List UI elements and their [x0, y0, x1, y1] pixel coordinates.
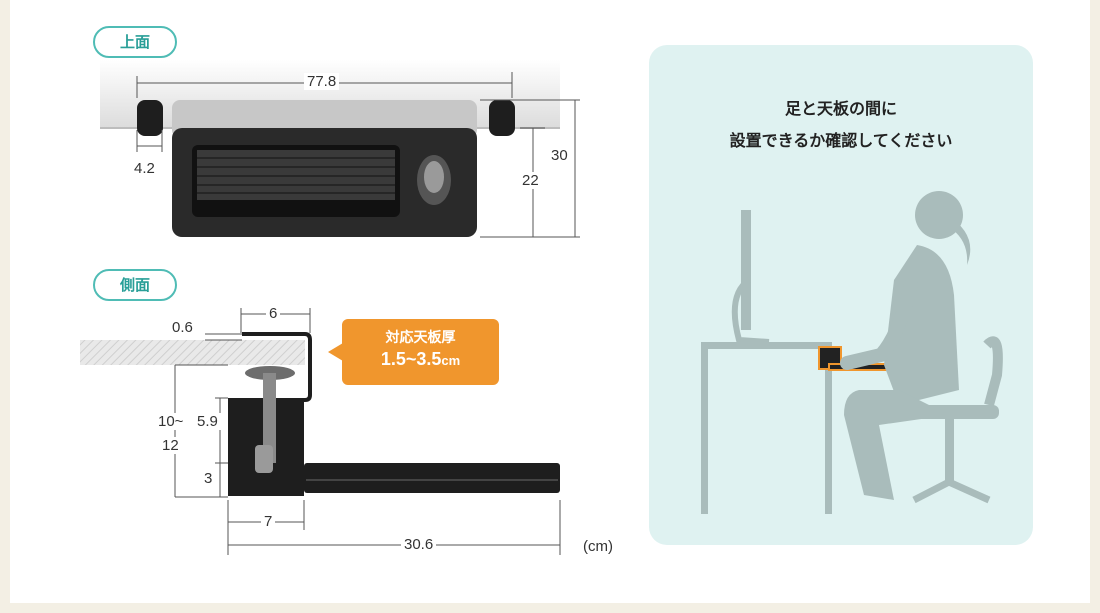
caption: 足と天板の間に 設置できるか確認してください	[649, 93, 1033, 157]
top-view-label: 上面	[93, 26, 177, 58]
chair-base	[912, 478, 991, 504]
person-torso	[884, 245, 959, 405]
clamp-top-dimension: 6	[266, 305, 281, 322]
left-clamp-top	[137, 100, 163, 136]
screw-knob	[255, 445, 273, 473]
callout-pointer	[328, 343, 343, 361]
person-hair	[947, 215, 971, 265]
chair-seat	[899, 405, 999, 419]
clamp-width-dimension: 4.2	[134, 160, 155, 177]
monitor-stand	[731, 277, 770, 345]
desk-top	[701, 342, 829, 349]
plate-thickness-dimension: 0.6	[172, 319, 193, 336]
width-dimension: 77.8	[304, 73, 340, 90]
seated-user-figure	[701, 191, 1003, 514]
callout-title: 対応天板厚	[385, 330, 456, 346]
clamp-depth-dimension: 7	[261, 513, 276, 530]
drop-dimension-line2: 12	[159, 437, 182, 454]
screw-rod	[263, 373, 276, 463]
clamp-hook	[230, 332, 312, 402]
unit-label: (cm)	[583, 538, 613, 555]
desk-section	[80, 340, 305, 365]
right-clamp-top	[489, 100, 515, 136]
callout-value-row: 1.5~3.5cm	[342, 349, 499, 370]
total-height-dimension: 30	[548, 147, 571, 164]
tray-length-dimension: 30.6	[401, 536, 437, 553]
desk-leg-right	[825, 342, 832, 514]
person-arm	[840, 278, 918, 370]
desk-leg-left	[701, 342, 708, 514]
tray-height-dimension-side: 3	[201, 470, 216, 487]
side-view-label: 側面	[93, 269, 177, 301]
clamp-height-dimension: 5.9	[194, 413, 221, 430]
drop-dimension-line1: 10~	[155, 413, 187, 430]
callout-value: 1.5~3.5	[380, 349, 442, 369]
tray-height-dimension: 22	[519, 172, 542, 189]
tray-side	[304, 463, 560, 493]
caption-line2: 設置できるか確認してください	[729, 131, 953, 150]
caption-line1: 足と天板の間に	[784, 99, 897, 118]
monitor	[741, 210, 751, 330]
installation-illustration-card: 足と天板の間に 設置できるか確認してください	[649, 45, 1033, 545]
chair-post	[945, 419, 954, 484]
chair-back	[983, 336, 1003, 407]
thickness-callout: 対応天板厚 1.5~3.5cm	[342, 319, 499, 385]
callout-unit: cm	[441, 353, 461, 368]
